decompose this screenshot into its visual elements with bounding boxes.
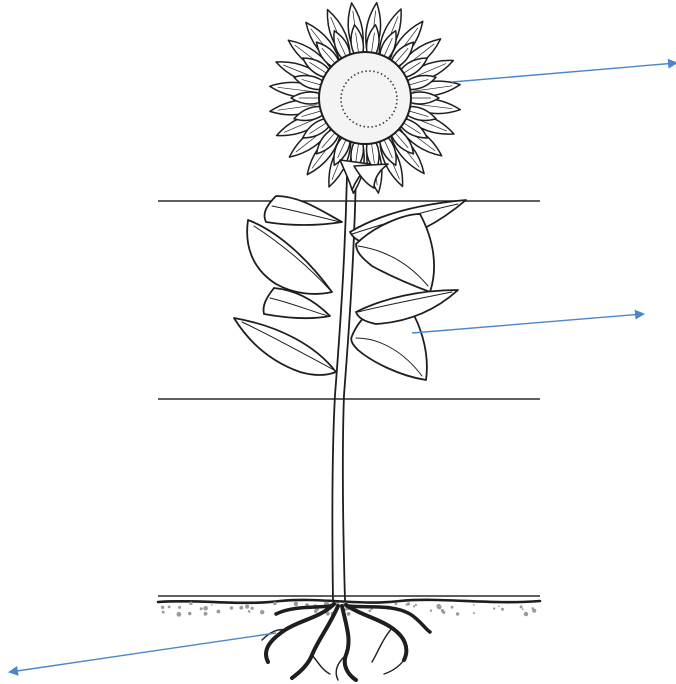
soil-dots bbox=[161, 602, 536, 617]
soil-speck bbox=[430, 610, 432, 612]
sunflower-head bbox=[270, 3, 461, 194]
soil-speck bbox=[162, 611, 165, 614]
pointer-arrow-flower bbox=[452, 63, 676, 82]
soil-speck bbox=[442, 611, 445, 614]
soil-speck bbox=[204, 612, 208, 616]
soil-speck bbox=[190, 603, 192, 605]
soil-speck bbox=[177, 612, 182, 617]
soil-speck bbox=[230, 606, 233, 609]
soil-speck bbox=[368, 609, 371, 612]
soil-speck bbox=[437, 605, 442, 610]
leaf bbox=[234, 318, 336, 375]
soil-speck bbox=[217, 610, 221, 614]
soil-speck bbox=[239, 606, 243, 610]
leaf bbox=[356, 290, 458, 324]
soil-speck bbox=[413, 605, 415, 607]
leaves bbox=[234, 196, 466, 380]
soil-speck bbox=[161, 606, 164, 609]
soil-speck bbox=[294, 602, 298, 606]
soil-speck bbox=[249, 611, 251, 613]
soil-speck bbox=[251, 607, 254, 610]
soil-speck bbox=[273, 602, 277, 606]
stem bbox=[332, 175, 356, 600]
roots bbox=[262, 604, 430, 680]
pointer-arrow-leaves bbox=[412, 314, 643, 333]
soil-speck bbox=[456, 612, 459, 615]
soil-speck bbox=[451, 606, 454, 609]
flower-center bbox=[319, 52, 411, 144]
soil-speck bbox=[415, 604, 417, 606]
soil-speck bbox=[493, 607, 495, 609]
soil-speck bbox=[203, 606, 208, 611]
soil-speck bbox=[395, 603, 398, 606]
pointer-arrow-roots bbox=[10, 633, 276, 672]
soil-speck bbox=[260, 610, 264, 614]
soil-speck bbox=[473, 604, 475, 606]
soil-speck bbox=[524, 612, 528, 616]
soil-speck bbox=[245, 605, 249, 609]
soil-speck bbox=[211, 604, 213, 606]
soil-speck bbox=[522, 608, 524, 610]
soil-speck bbox=[189, 613, 191, 615]
soil-speck bbox=[533, 610, 535, 612]
soil-speck bbox=[501, 608, 504, 611]
soil-speck bbox=[473, 612, 475, 614]
leaf bbox=[247, 220, 332, 294]
soil-speck bbox=[520, 605, 523, 608]
soil-speck bbox=[406, 603, 408, 605]
soil-speck bbox=[200, 607, 203, 610]
soil-speck bbox=[178, 606, 181, 609]
soil-speck bbox=[498, 605, 500, 607]
soil-speck bbox=[347, 612, 351, 616]
soil-speck bbox=[168, 606, 171, 609]
